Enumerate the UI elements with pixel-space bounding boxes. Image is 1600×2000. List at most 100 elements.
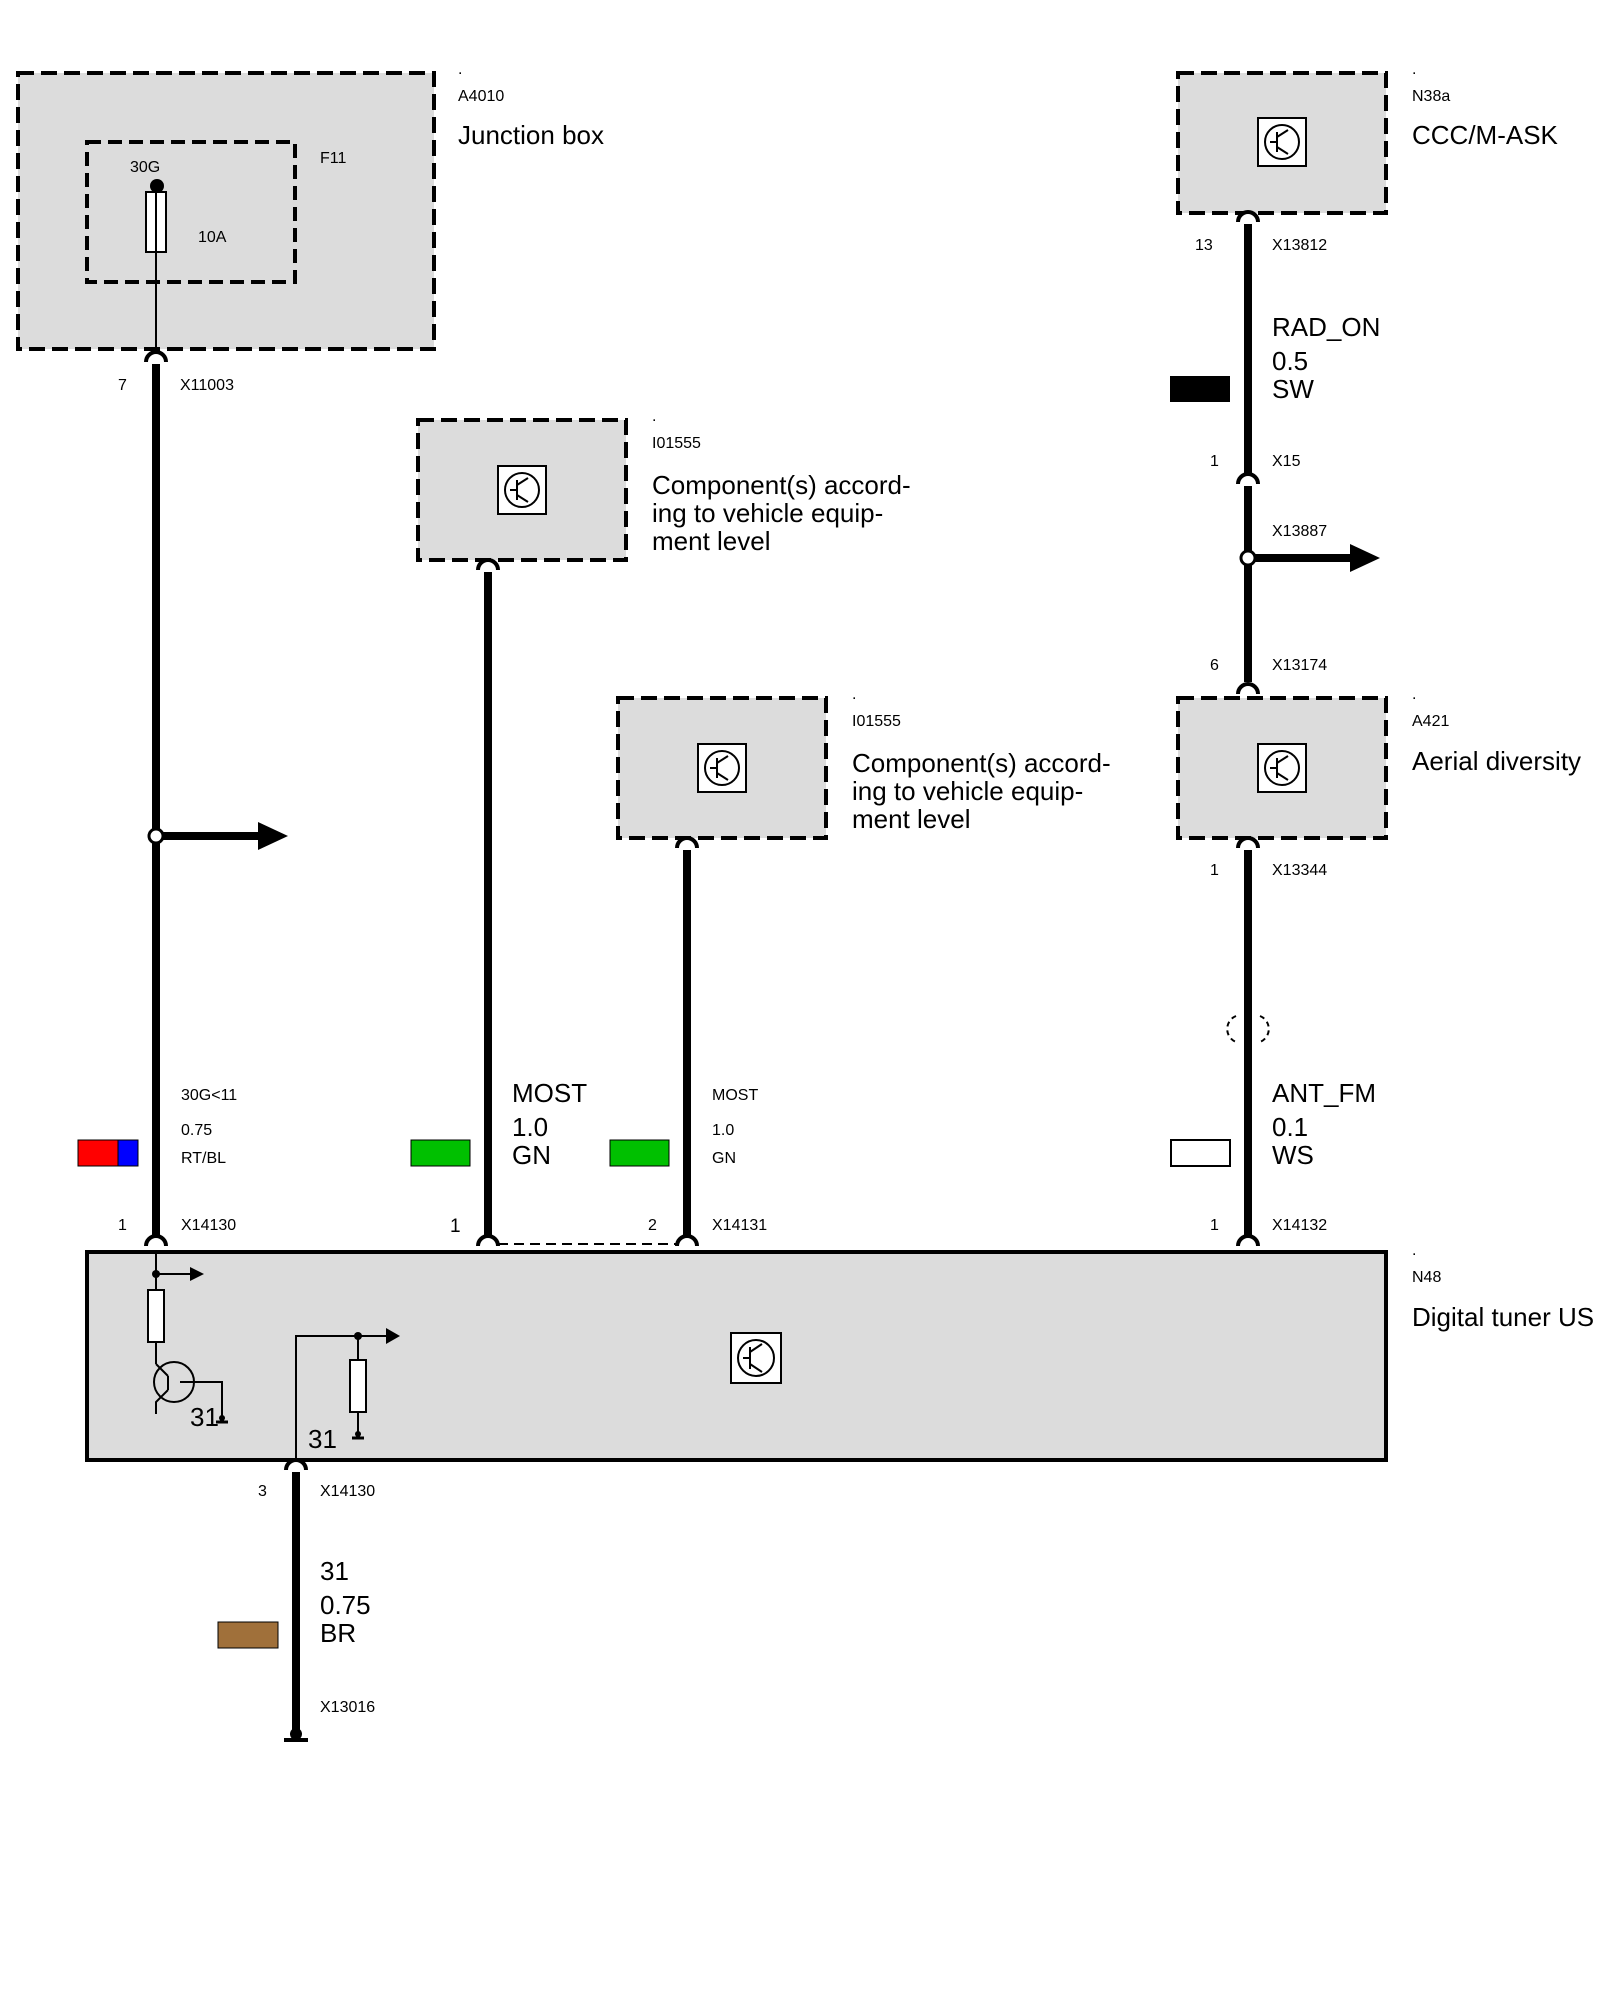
x15-pin: 1	[1210, 453, 1219, 470]
wire-color-ws	[1170, 1139, 1231, 1167]
aerial-pin-top: 6	[1210, 657, 1219, 674]
wire-most2-color: GN	[712, 1150, 736, 1167]
connector-x14130-top	[144, 1234, 168, 1247]
comp1-name-line3: ment level	[652, 526, 771, 556]
ground-icon	[284, 1728, 308, 1742]
connector-x14132	[1236, 1234, 1260, 1247]
tuner-ground-2: 31	[308, 1424, 337, 1454]
wire-rad-on-size: 0.5	[1272, 346, 1308, 376]
x15-connector: X15	[1272, 453, 1301, 470]
wire-ground-pin: 3	[258, 1483, 267, 1500]
junction-box[interactable]	[16, 71, 436, 358]
wire-rad-on-color: SW	[1272, 374, 1314, 404]
wire-most1-size: 1.0	[512, 1112, 548, 1142]
ccc-code: N38a	[1412, 88, 1450, 105]
wire-color-br	[217, 1621, 279, 1649]
junction-box-code: A4010	[458, 88, 504, 105]
connector-comp1	[476, 558, 500, 571]
fuse-icon	[145, 179, 167, 358]
ccc-name: CCC/M-ASK	[1412, 120, 1559, 150]
wire-most2-connector: X14131	[712, 1217, 767, 1234]
wire-ant-size: 0.1	[1272, 1112, 1308, 1142]
comp1-code: I01555	[652, 435, 701, 452]
ccc-connector: X13812	[1272, 237, 1327, 254]
comp2-name-line2: ing to vehicle equip-	[852, 776, 1083, 806]
ccc-dot: .	[1412, 61, 1416, 78]
wire-most1-signal: MOST	[512, 1078, 587, 1108]
junction-box-pin: 7	[118, 377, 127, 394]
wire-30g-pin: 1	[118, 1217, 127, 1234]
wire-color-sw	[1170, 376, 1230, 402]
wire-color-gn-2	[609, 1139, 670, 1167]
wire-30g-size: 0.75	[181, 1122, 212, 1139]
wire-ground-color: BR	[320, 1618, 356, 1648]
wire-most2-pin: 2	[648, 1217, 657, 1234]
connector-x13174	[1236, 682, 1260, 695]
arrow-right-icon	[147, 822, 288, 850]
connector-x14130-bottom	[284, 1458, 308, 1471]
connector-comp2	[675, 836, 699, 849]
junction-box-dot: .	[458, 61, 462, 78]
tuner-dot: .	[1412, 1242, 1416, 1259]
transistor-module-icon	[1257, 117, 1307, 167]
connector-x11003	[144, 350, 168, 363]
wire-most2-size: 1.0	[712, 1122, 734, 1139]
connector-most-2	[675, 1234, 699, 1247]
fuse-code: F11	[320, 150, 346, 167]
digital-tuner-module[interactable]: 31 31	[85, 1250, 1388, 1462]
comp2-dot: .	[852, 686, 856, 703]
aerial-diversity-module[interactable]	[1176, 696, 1388, 840]
wire-ground-signal: 31	[320, 1556, 349, 1586]
junction-box-connector: X11003	[180, 377, 234, 394]
comp1-dot: .	[652, 408, 656, 425]
fuse-rating: 10A	[198, 229, 227, 246]
comp1-name-line1: Component(s) accord-	[652, 470, 911, 500]
transistor-module-icon	[697, 743, 747, 793]
shield-icon	[1226, 1015, 1270, 1043]
wire-ant-signal: ANT_FM	[1272, 1078, 1376, 1108]
wire-30g-signal: 30G<11	[181, 1087, 237, 1104]
wire-most1-color: GN	[512, 1140, 551, 1170]
wire-ant-connector: X14132	[1272, 1217, 1327, 1234]
transistor-module-icon	[1257, 743, 1307, 793]
tuner-code: N48	[1412, 1269, 1441, 1286]
transistor-module-icon	[730, 1332, 782, 1384]
wire-ground-connector: X14130	[320, 1483, 375, 1500]
ccc-pin: 13	[1195, 237, 1213, 254]
connector-x15	[1236, 472, 1260, 485]
wire-30g-color: RT/BL	[181, 1150, 226, 1167]
aerial-pin-bottom: 1	[1210, 862, 1219, 879]
wire-most1-pin: 1	[450, 1216, 461, 1237]
wire-most2-signal: MOST	[712, 1087, 758, 1104]
wire-ant-pin: 1	[1210, 1217, 1219, 1234]
internal-circuit-ground	[295, 1328, 400, 1460]
aerial-name: Aerial diversity	[1412, 746, 1581, 776]
aerial-dot: .	[1412, 686, 1416, 703]
wire-ant-color: WS	[1272, 1140, 1314, 1170]
wire-color-gn-1	[410, 1139, 471, 1167]
fuse-terminal: 30G	[130, 159, 160, 176]
connector-x13344	[1236, 836, 1260, 849]
tuner-name: Digital tuner US	[1412, 1302, 1594, 1332]
comp1-name-line2: ing to vehicle equip-	[652, 498, 883, 528]
aerial-connector-bottom: X13344	[1272, 862, 1327, 879]
component-1[interactable]	[416, 418, 628, 562]
arrow-right-icon	[1239, 544, 1380, 572]
wire-rad-on-signal: RAD_ON	[1272, 312, 1380, 342]
tuner-ground-1: 31	[190, 1402, 219, 1432]
connector-most-1	[476, 1234, 500, 1247]
aerial-code: A421	[1412, 713, 1449, 730]
transistor-module-icon	[497, 465, 547, 515]
comp2-code: I01555	[852, 713, 901, 730]
resistor-icon	[349, 1359, 367, 1413]
wire-ground-end-connector: X13016	[320, 1699, 375, 1716]
comp2-name-line3: ment level	[852, 804, 971, 834]
internal-circuit-supply	[147, 1252, 228, 1424]
ccc-module[interactable]	[1176, 71, 1388, 215]
arrow-right-icon	[190, 1267, 204, 1281]
component-2[interactable]	[616, 696, 828, 840]
junction-box-name: Junction box	[458, 120, 604, 150]
splice-x13887: X13887	[1272, 523, 1327, 540]
wire-color-rt	[77, 1139, 119, 1167]
